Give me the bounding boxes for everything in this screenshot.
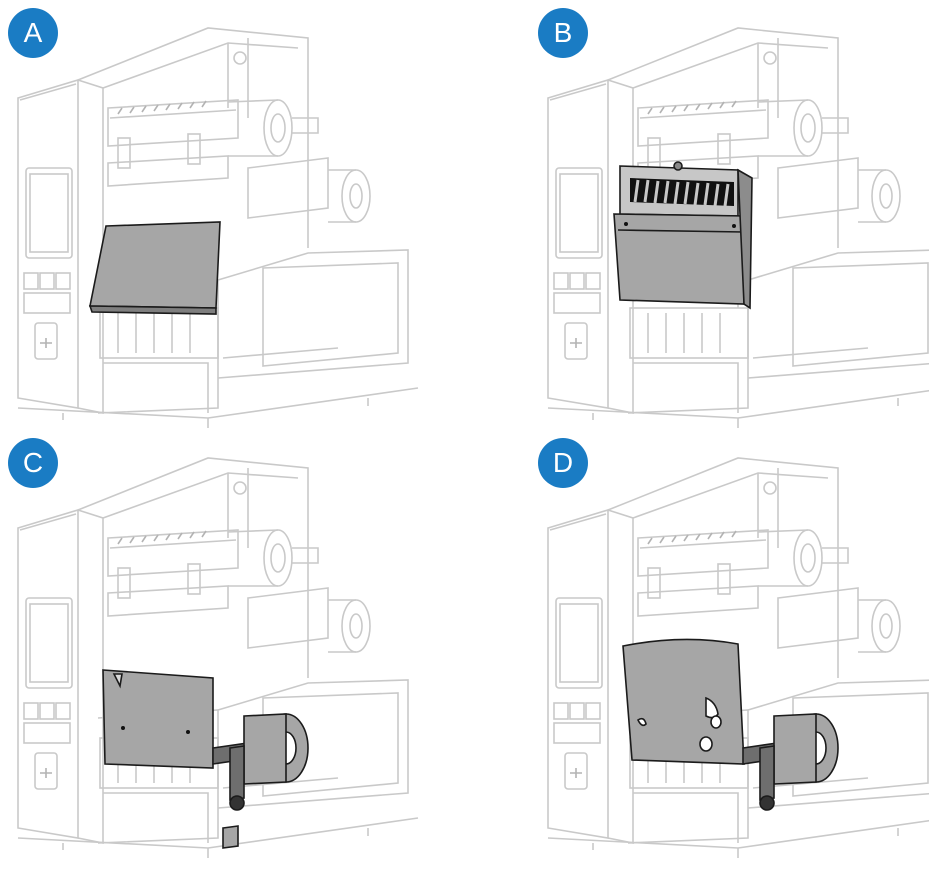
panel-c: C [8,438,448,858]
printer-illustration [547,27,929,428]
peel-off-plate [102,669,309,849]
panel-label-badge: A [8,8,58,58]
tear-off-plate [88,221,221,315]
printer-illustration [17,27,419,428]
panel-d: D [538,438,929,858]
panel-label: D [552,447,574,478]
printer-illustration [17,457,419,858]
printer-body [17,27,419,428]
panel-label: B [553,17,573,48]
panel-a: A [8,8,448,428]
cutter-module [613,161,753,310]
printer-illustration [547,457,929,858]
printer-body [17,457,419,858]
printer-body [547,27,929,428]
printer-body [547,457,929,858]
panel-label-badge: D [538,438,588,488]
panel-label: A [23,17,43,48]
liner-takeup-plate [622,638,839,811]
panel-label: C [22,447,44,478]
panel-label-badge: C [8,438,58,488]
panel-b: B [538,8,929,428]
panel-label-badge: B [538,8,588,58]
